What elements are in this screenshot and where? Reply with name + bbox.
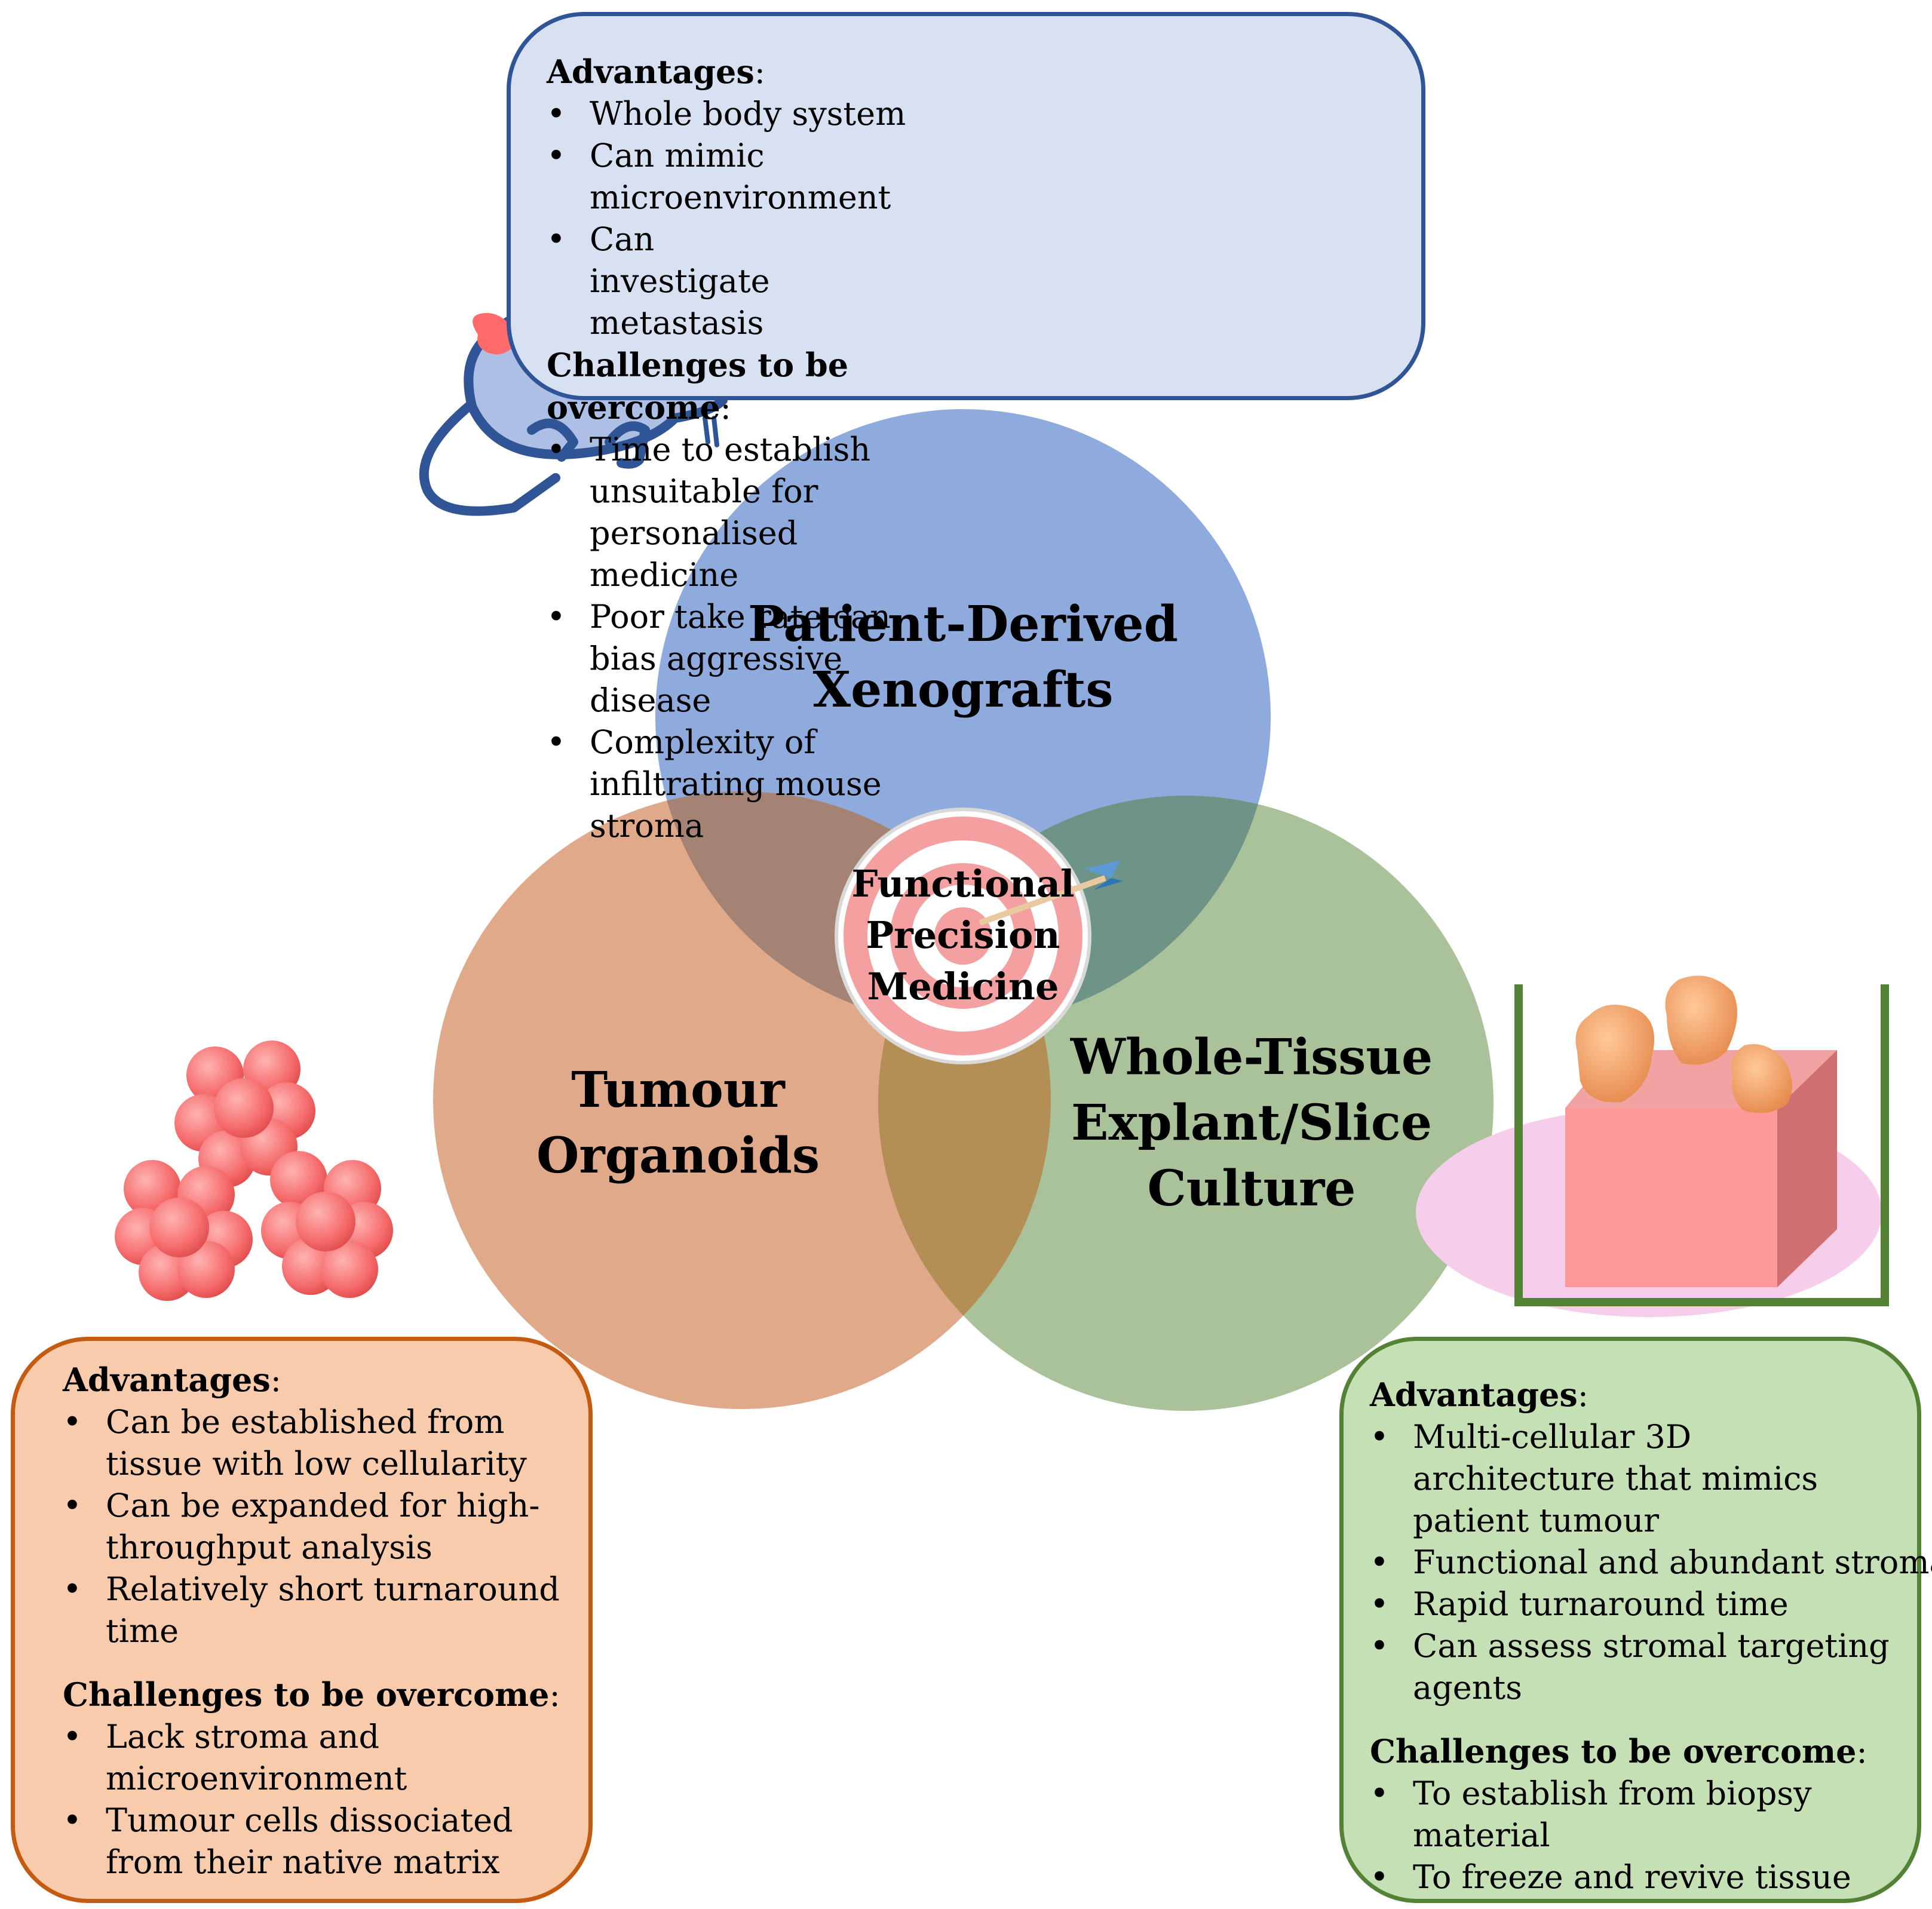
explant-advantages-heading: Advantages: — [1370, 1376, 1588, 1414]
explant-label-line-1: Whole-Tissue — [1070, 1029, 1433, 1086]
pdx-advantages-column: Advantages: Whole body system Can mimic … — [547, 51, 947, 344]
list-item: Multi-cellular 3D architecture that mimi… — [1370, 1416, 1891, 1542]
pdx-challenges-column: Challenges to be overcome: Time to estab… — [547, 344, 989, 847]
explant-label-line-3: Culture — [1147, 1160, 1356, 1217]
explant-challenges-list: To establish from biopsy material To fre… — [1370, 1773, 1917, 1898]
tissue-slice-well-icon — [1416, 975, 1889, 1317]
list-item: Can investigate metastasis — [547, 219, 841, 344]
arrow-icon — [979, 860, 1123, 926]
organoids-label-line-2: Organoids — [536, 1127, 820, 1184]
center-label-line-1: Functional — [851, 862, 1075, 906]
list-item: Can assess stromal targeting agents — [1370, 1625, 1903, 1709]
pdx-challenges-list: Time to establish unsuitable for persona… — [547, 429, 989, 847]
list-item: Functional and abundant stroma — [1370, 1542, 1932, 1583]
center-label-line-2: Precision — [866, 913, 1060, 957]
list-item: Time to establish unsuitable for persona… — [547, 429, 924, 596]
list-item: Can mimic microenvironment — [547, 135, 891, 219]
center-label: Functional Precision Medicine — [844, 858, 1082, 1012]
list-item: Can be expanded for high-throughput anal… — [63, 1485, 554, 1569]
explant-label-line-2: Explant/Slice — [1071, 1094, 1433, 1152]
explant-circle-label: Whole-Tissue Explant/Slice Culture — [1013, 1024, 1491, 1221]
list-item: To establish from biopsy material — [1370, 1773, 1843, 1856]
list-item: Lack stroma and microenvironment — [63, 1716, 488, 1800]
organoid-cluster-icon — [115, 1041, 393, 1301]
explant-challenges-heading: Challenges to be overcome: — [1370, 1732, 1867, 1770]
pdx-challenges-heading: Challenges to be overcome: — [547, 346, 849, 426]
organoids-label-line-1: Tumour — [571, 1061, 785, 1119]
pdx-advantages-list: Whole body system Can mimic microenviron… — [547, 93, 947, 344]
explant-info-box: Advantages: Multi-cellular 3D architectu… — [1339, 1337, 1932, 1903]
center-label-line-3: Medicine — [867, 965, 1059, 1008]
list-item: Poor take rate can bias aggressive disea… — [547, 596, 948, 722]
target-icon — [835, 808, 1091, 1064]
organoid-challenges-list: Lack stroma and microenvironment Tumour … — [63, 1716, 588, 1883]
list-item: Can be established from tissue with low … — [63, 1401, 590, 1485]
list-item: Complexity of infiltrating mouse stroma — [547, 722, 996, 847]
list-item: Tumour cells dissociated from their nati… — [63, 1800, 590, 1883]
tumour-blob-icon — [473, 313, 516, 355]
list-item: Relatively short turnaround time — [63, 1569, 560, 1652]
organoid-challenges-heading: Challenges to be overcome: — [63, 1675, 560, 1714]
pdx-advantages-heading: Advantages: — [547, 53, 765, 91]
organoid-advantages-heading: Advantages: — [63, 1361, 281, 1399]
organoids-circle-label: Tumour Organoids — [499, 1057, 857, 1189]
organoid-advantages-list: Can be established from tissue with low … — [63, 1401, 588, 1652]
list-item: Rapid turnaround time — [1370, 1583, 1903, 1625]
list-item: Whole body system — [547, 93, 947, 135]
organoid-info-box: Advantages: Can be established from tiss… — [11, 1337, 593, 1903]
explant-advantages-list: Multi-cellular 3D architecture that mimi… — [1370, 1416, 1932, 1709]
list-item: To freeze and revive tissue — [1370, 1856, 1903, 1898]
pdx-info-box: Advantages: Whole body system Can mimic … — [507, 12, 1425, 845]
